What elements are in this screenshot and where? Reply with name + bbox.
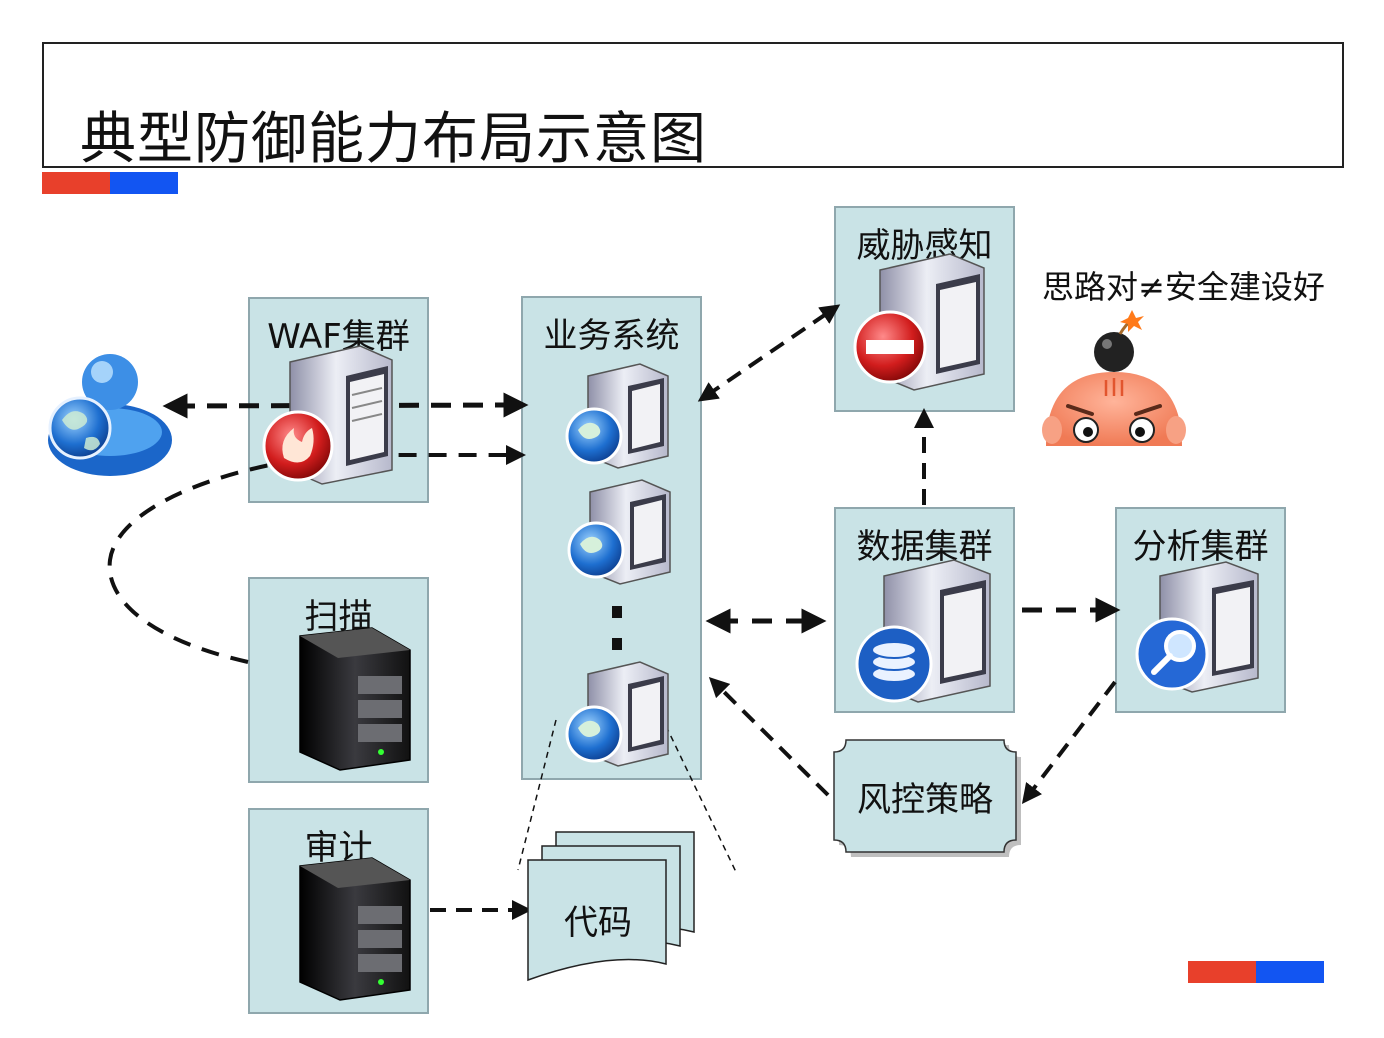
ellipsis-dots	[612, 606, 622, 650]
title-box: 典型防御能力布局示意图	[42, 42, 1344, 172]
footer-accent-blue	[1256, 961, 1324, 983]
code-callout-lines	[517, 719, 737, 873]
black-server-icon	[299, 857, 411, 1001]
connector-scan-loop	[107, 445, 526, 664]
bomb-head-mascot-icon	[1042, 310, 1186, 446]
black-server-icon	[299, 627, 411, 771]
connector-business-threat	[697, 304, 841, 402]
title-accent-blue	[110, 172, 178, 194]
security-note: 思路对≠安全建设好	[1042, 268, 1325, 306]
business-system-label: 业务系统	[543, 316, 680, 356]
firewall-server-icon	[262, 345, 393, 485]
user-globe-icon	[48, 354, 172, 476]
title-accent-red	[42, 172, 110, 194]
search-server-icon	[1135, 561, 1259, 693]
database-server-icon	[855, 559, 991, 703]
web-server-icon	[567, 479, 671, 585]
risk-policy-label: 风控策略	[857, 780, 993, 820]
risk-policy-node: 风控策略	[833, 739, 1021, 857]
data-cluster-label: 数据集群	[856, 527, 993, 567]
stop-server-icon	[853, 253, 985, 391]
footer-accent-red	[1188, 961, 1256, 983]
page-title: 典型防御能力布局示意图	[80, 107, 707, 172]
analysis-cluster-label: 分析集群	[1132, 527, 1269, 567]
code-document-stack: 代码	[527, 831, 695, 982]
web-server-icon	[565, 661, 669, 767]
connector-analysis-risk	[1021, 680, 1117, 804]
code-label: 代码	[564, 903, 632, 943]
web-server-icon	[565, 363, 669, 469]
connector-risk-business	[708, 676, 830, 797]
